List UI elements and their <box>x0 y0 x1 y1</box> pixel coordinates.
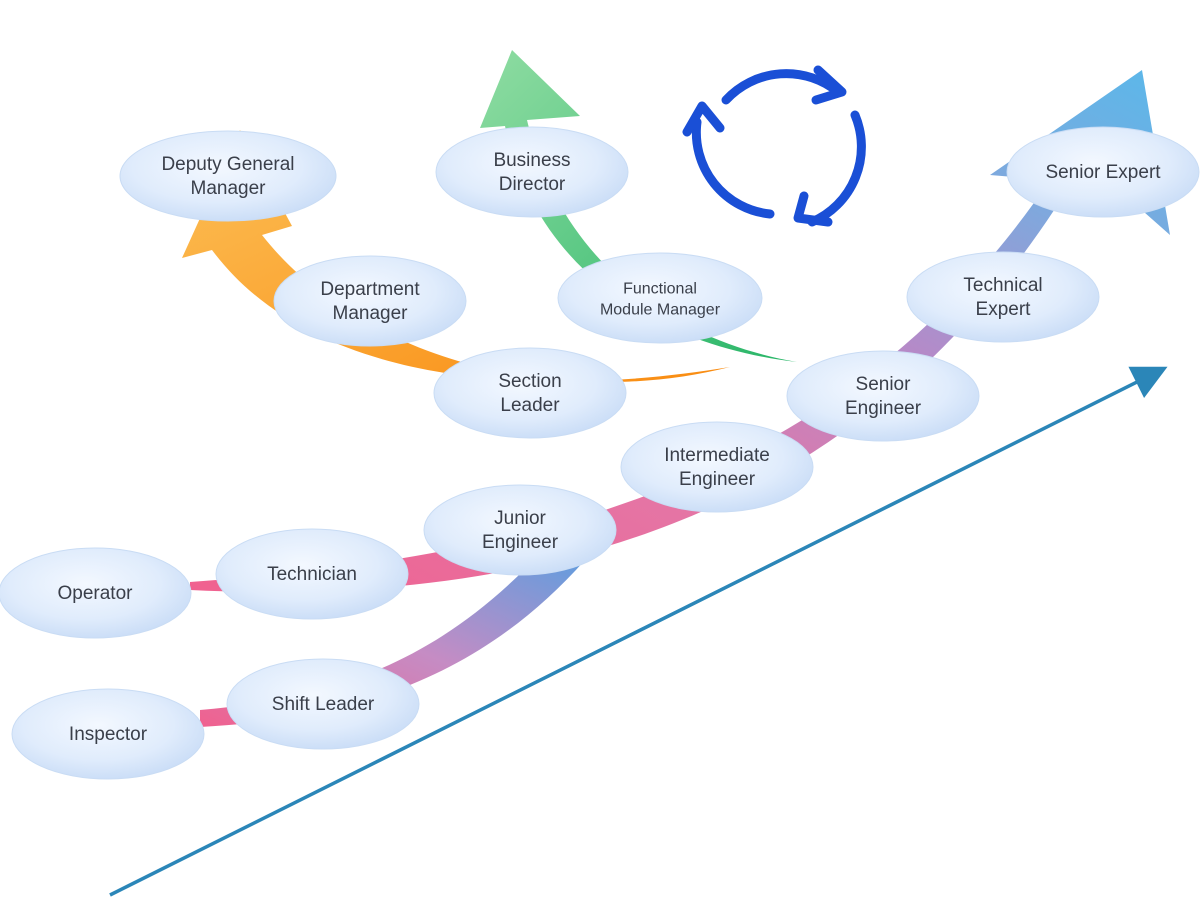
upward-trend-arrow <box>109 366 1168 897</box>
node-deputy-general-manager-label-line-1: Deputy General <box>161 154 294 175</box>
node-functional-module-manager-label-line-2: Module Manager <box>600 302 721 319</box>
node-inspector-label-line-1: Inspector <box>69 724 148 745</box>
node-section-leader-bubble <box>433 347 627 439</box>
node-functional-module-manager-label-line-1: Functional <box>623 281 697 298</box>
node-technical-expert-bubble <box>906 251 1100 343</box>
node-operator: Operator <box>0 547 192 639</box>
node-senior-engineer-label-line-2: Engineer <box>845 398 922 419</box>
node-shift-leader-bubble <box>226 658 420 750</box>
node-section-leader-label-line-1: Section <box>498 371 561 392</box>
node-senior-expert-bubble <box>1006 126 1200 218</box>
node-intermediate-engineer-bubble <box>620 421 814 513</box>
node-senior-engineer-bubble <box>786 350 980 442</box>
node-inspector: Inspector <box>11 688 205 780</box>
node-intermediate-engineer-label-line-2: Engineer <box>679 469 756 490</box>
node-senior-expert-label-line-1: Senior Expert <box>1045 162 1161 183</box>
node-senior-engineer-label-line-1: Senior <box>856 374 912 395</box>
node-department-manager-label-line-2: Manager <box>333 303 409 324</box>
node-junior-engineer-label-line-2: Engineer <box>482 532 559 553</box>
node-senior-expert: Senior Expert <box>1006 126 1200 218</box>
node-section-leader-label-line-2: Leader <box>500 395 560 416</box>
node-operator-bubble <box>0 547 192 639</box>
node-intermediate-engineer-label-line-1: Intermediate <box>664 445 770 466</box>
node-technician-bubble <box>215 528 409 620</box>
node-functional-module-manager-bubble <box>557 252 763 344</box>
node-technical-expert-label-line-1: Technical <box>963 275 1042 296</box>
node-technical-expert-label-line-2: Expert <box>976 299 1032 320</box>
node-junior-engineer-label-line-1: Junior <box>494 508 546 529</box>
node-business-director-label-line-2: Director <box>499 174 566 195</box>
node-technician: Technician <box>215 528 409 620</box>
node-operator-label-line-1: Operator <box>58 583 134 604</box>
node-deputy-general-manager-bubble <box>119 130 337 222</box>
node-business-director-bubble <box>435 126 629 218</box>
node-department-manager-label-line-1: Department <box>320 279 420 300</box>
node-department-manager-bubble <box>273 255 467 347</box>
node-shift-leader-label-line-1: Shift Leader <box>272 694 375 715</box>
node-technician-label-line-1: Technician <box>267 564 357 585</box>
node-junior-engineer-bubble <box>423 484 617 576</box>
node-business-director-label-line-1: Business <box>493 150 570 171</box>
node-shift-leader: Shift Leader <box>226 658 420 750</box>
node-deputy-general-manager-label-line-2: Manager <box>191 178 267 199</box>
node-inspector-bubble <box>11 688 205 780</box>
refresh-cycle-icon <box>682 65 866 227</box>
